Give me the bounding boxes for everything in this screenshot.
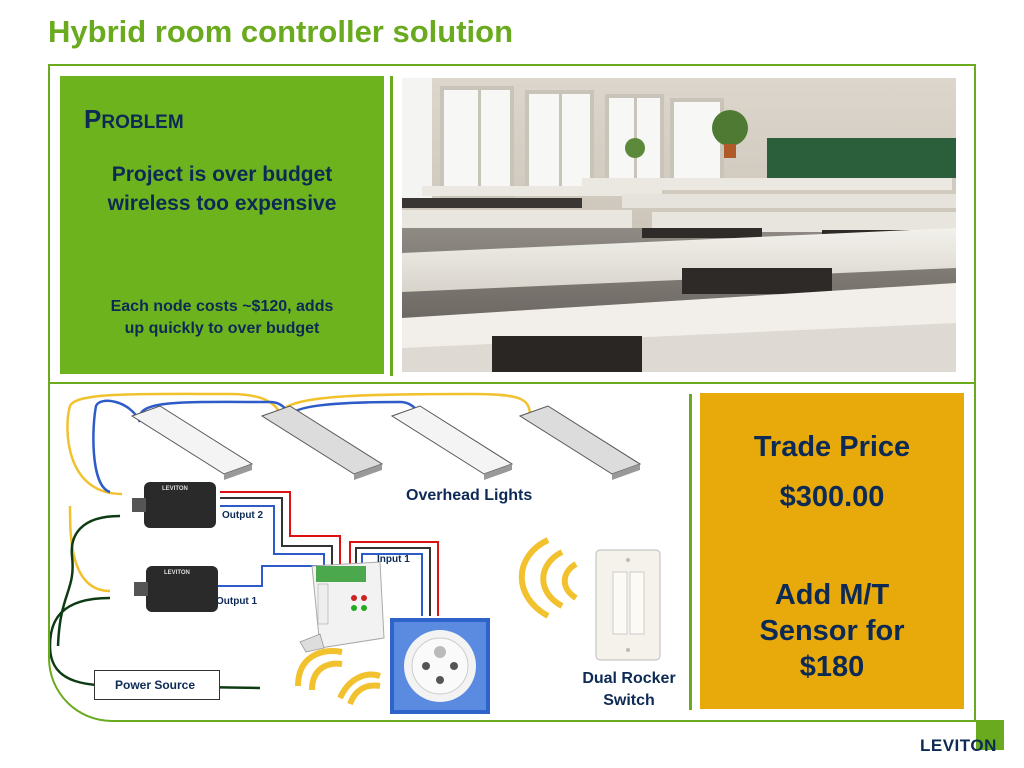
switch-label-line1: Dual Rocker — [582, 670, 676, 687]
problem-lead: Project is over budget wireless too expe… — [60, 160, 384, 218]
sensor-offer-line1: Add M/T — [774, 579, 890, 611]
input-1-label: Input 1 — [377, 554, 410, 565]
vertical-divider-bottom — [689, 394, 692, 710]
classroom-photo — [402, 78, 956, 372]
power-pack-brand-1: LEVITON — [162, 486, 188, 492]
problem-panel: PROBLEM Project is over budget wireless … — [60, 76, 384, 374]
sensor-offer-line2: Sensor for — [759, 615, 905, 647]
offer-panel: Trade Price $300.00 Add M/T Sensor for $… — [700, 393, 964, 709]
problem-note: Each node costs ~$120, adds up quickly t… — [60, 296, 384, 340]
vertical-divider-top — [390, 76, 393, 376]
bottom-frame — [48, 384, 976, 722]
problem-heading-rest: ROBLEM — [101, 112, 184, 133]
output-2-label: Output 2 — [222, 510, 264, 521]
logo-accent — [976, 720, 1004, 750]
slide-title: Hybrid room controller solution — [48, 14, 514, 49]
problem-note-line1: Each node costs ~$120, adds — [110, 298, 334, 315]
problem-heading: PROBLEM — [84, 104, 184, 135]
problem-lead-line1: Project is over budget — [111, 163, 333, 186]
output-1-label: Output 1 — [216, 596, 258, 607]
trade-price-value: $300.00 — [779, 481, 885, 513]
trade-price-label: Trade Price — [753, 431, 911, 463]
top-frame — [48, 64, 976, 386]
sensor-offer: Add M/T Sensor for $180 — [700, 577, 964, 685]
dual-rocker-switch-label: Dual Rocker Switch — [570, 668, 688, 712]
switch-label-line2: Switch — [603, 692, 655, 709]
power-source-label: Power Source — [115, 678, 196, 692]
problem-heading-initial: P — [84, 104, 102, 134]
problem-lead-line2: wireless too expensive — [107, 192, 337, 215]
power-source-box: Power Source — [94, 670, 220, 700]
wiring-diagram: Overhead Lights Output 2 Output 1 Input … — [48, 386, 690, 720]
frame-divider — [48, 382, 974, 384]
power-pack-brand-2: LEVITON — [164, 570, 190, 576]
sensor-offer-line3: $180 — [799, 651, 865, 683]
overhead-lights-label: Overhead Lights — [406, 487, 533, 504]
leviton-logo: LEVITON — [920, 736, 997, 755]
problem-note-line2: up quickly to over budget — [124, 320, 320, 337]
